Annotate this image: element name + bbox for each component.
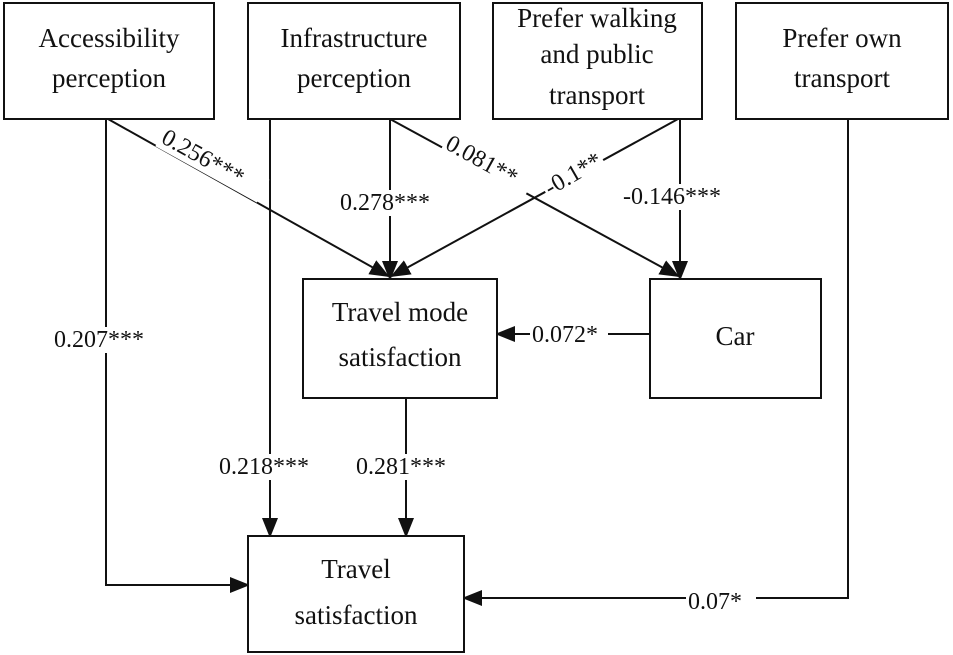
edge-label-walking-to-mode: -0.1** (540, 148, 607, 202)
node-accessibility-line-2: perception (52, 63, 166, 93)
node-infrastructure-line-1: Infrastructure (281, 23, 428, 53)
nodes: Accessibility perception Infrastructure … (3, 2, 949, 653)
node-accessibility-line-1: Accessibility (39, 23, 180, 53)
edge-walking-to-mode (390, 118, 679, 277)
edge-label-mode-to-travel: 0.281*** (356, 454, 446, 480)
edge-label-infrastructure-to-car: 0.081** (441, 131, 522, 192)
edge-label-infrastructure-to-travel: 0.218*** (219, 454, 309, 480)
edge-own-to-travel (462, 119, 849, 606)
node-walking-line-3: transport (549, 80, 645, 110)
node-own-line-2: transport (794, 63, 890, 93)
edge-accessibility-to-travel (105, 119, 250, 593)
node-infrastructure-line-2: perception (297, 63, 411, 93)
node-walking-line-2: and public (540, 39, 653, 69)
edge-label-infrastructure-to-mode: 0.278*** (340, 190, 430, 216)
node-infrastructure-perception: Infrastructure perception (247, 2, 461, 120)
node-car: Car (649, 278, 822, 399)
node-prefer-walking-public-transport: Prefer walking and public transport (492, 2, 703, 120)
node-car-line-1: Car (716, 321, 755, 351)
edge-label-accessibility-to-mode: 0.256*** (157, 125, 248, 191)
node-accessibility-perception: Accessibility perception (3, 2, 215, 120)
node-travel-line-1: Travel (321, 554, 391, 584)
node-travel-line-2: satisfaction (295, 600, 418, 630)
edge-label-walking-to-car: -0.146*** (623, 184, 721, 210)
node-travel-satisfaction: Travel satisfaction (247, 535, 465, 653)
node-travel-mode-satisfaction: Travel mode satisfaction (302, 278, 498, 399)
node-mode-line-1: Travel mode (332, 297, 468, 327)
node-walking-line-1: Prefer walking (517, 3, 677, 33)
edge-label-own-to-travel: 0.07* (688, 589, 742, 615)
node-mode-line-2: satisfaction (339, 342, 462, 372)
node-own-line-1: Prefer own (782, 23, 902, 53)
node-prefer-own-transport: Prefer own transport (735, 2, 949, 120)
edge-label-accessibility-to-travel: 0.207*** (54, 327, 144, 353)
edge-label-car-to-mode: 0.072* (532, 322, 598, 348)
